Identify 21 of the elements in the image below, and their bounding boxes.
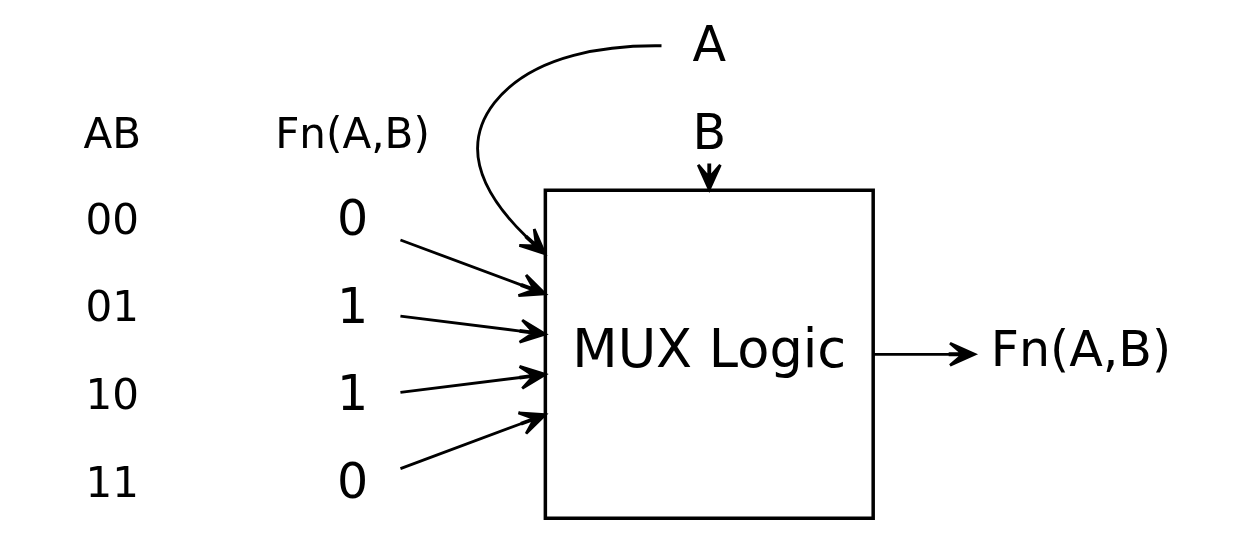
label: 10 [85,369,139,419]
arrow [399,411,547,470]
node-text: A [691,15,726,74]
arrow [873,341,976,367]
node-text: Fn(A,B) [990,320,1171,379]
label: 11 [85,457,139,507]
arrow [399,365,547,394]
arrow [399,314,547,344]
label: AB [83,108,141,158]
node-text: 0 [336,451,368,510]
node-box: MUX Logic [543,188,875,520]
label: 00 [85,194,139,244]
label: Fn(A,B) [274,108,430,158]
node-text: 1 [336,364,368,423]
arrow [399,238,547,298]
label: 01 [85,282,139,332]
arrow [696,163,722,191]
node-text: B [691,102,726,161]
node-text: 1 [336,276,368,335]
arrow [475,44,661,256]
node-text: 0 [336,188,368,247]
